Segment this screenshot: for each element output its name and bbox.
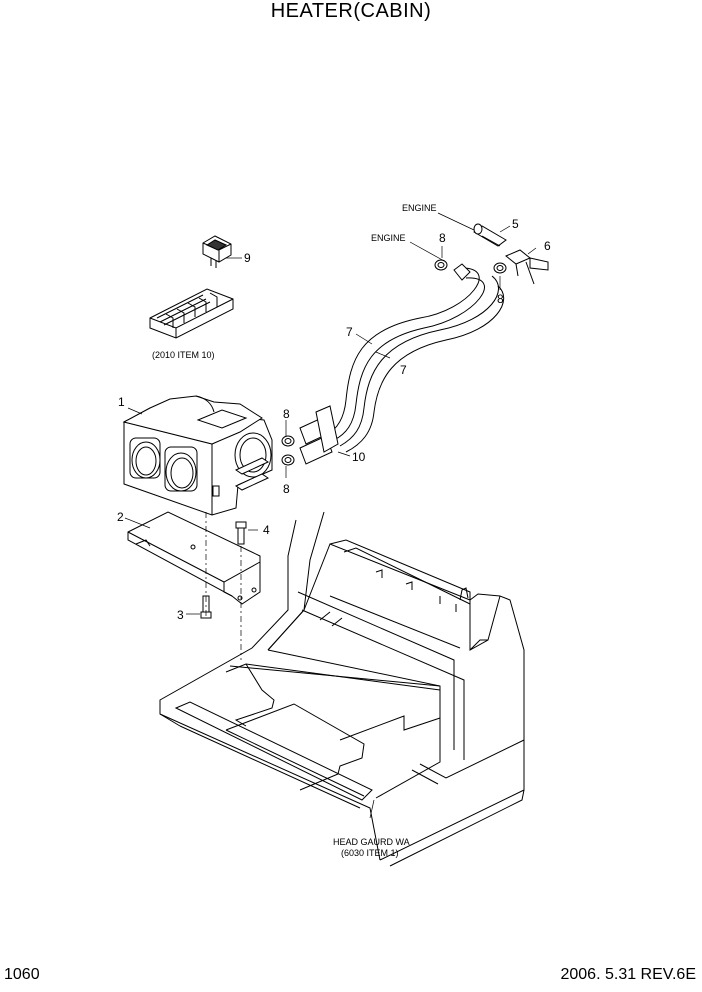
engine-note-upper: ENGINE <box>402 203 437 213</box>
callout-8-engine: 8 <box>439 231 446 245</box>
head-guard-note: HEAD GAURD WA <box>333 837 410 847</box>
fitting-part <box>473 223 507 247</box>
callout-1: 1 <box>118 395 125 409</box>
callout-7-lower: 7 <box>400 363 407 377</box>
clamp-part <box>281 259 507 466</box>
callout-2: 2 <box>117 510 124 524</box>
cabin-structure <box>159 511 525 867</box>
callout-10: 10 <box>352 450 366 464</box>
callout-3: 3 <box>177 608 184 622</box>
callout-8-heater-lower: 8 <box>283 482 290 496</box>
callout-labels: 1 2 3 4 5 6 7 7 8 8 8 8 9 10 <box>117 217 551 622</box>
switch-panel-part <box>149 288 234 339</box>
revision-info: 2006. 5.31 REV.6E <box>560 966 696 983</box>
callout-6: 6 <box>544 239 551 253</box>
switch-part <box>202 235 232 268</box>
callout-8-valve: 8 <box>497 292 504 306</box>
item-reference-note: (2010 ITEM 10) <box>152 350 215 360</box>
page-title: HEATER(CABIN) <box>270 0 432 22</box>
heater-unit-part <box>122 395 273 516</box>
callout-4: 4 <box>263 523 270 537</box>
bracket-plate-part <box>127 511 261 605</box>
callout-7-upper: 7 <box>346 325 353 339</box>
engine-note-lower: ENGINE <box>371 233 406 243</box>
valve-part <box>505 249 549 285</box>
hose-part <box>299 263 505 465</box>
leader-lines <box>124 212 537 819</box>
notes: ENGINE ENGINE (2010 ITEM 10) HEAD GAURD … <box>152 203 437 858</box>
callout-9: 9 <box>244 251 251 265</box>
callout-5: 5 <box>512 217 519 231</box>
page-number: 1060 <box>4 966 40 983</box>
head-guard-reference: (6030 ITEM 1) <box>341 848 399 858</box>
callout-8-heater-upper: 8 <box>283 407 290 421</box>
